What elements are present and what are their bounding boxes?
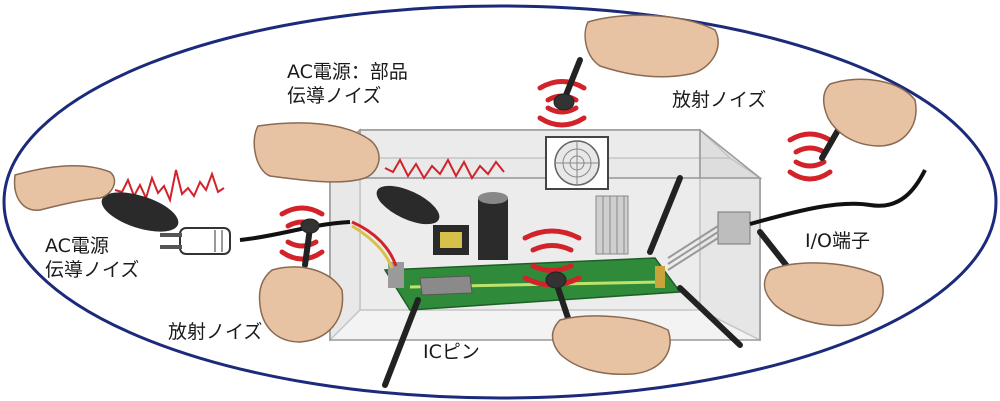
ac-plug-icon xyxy=(160,227,231,255)
transformer xyxy=(433,225,469,255)
fan-icon xyxy=(545,136,609,190)
probe-icon xyxy=(300,57,863,388)
label-ac-power-conducted: AC電源 伝導ノイズ xyxy=(45,235,140,281)
label-io-terminal: I/O端子 xyxy=(805,230,870,252)
label-ic-pin: ICピン xyxy=(423,341,480,363)
heat-sink xyxy=(595,195,629,255)
io-cable xyxy=(749,169,927,226)
label-radiated-bottom: 放射ノイズ xyxy=(168,321,263,343)
current-probe xyxy=(101,185,440,232)
io-connector xyxy=(667,211,751,271)
internal-wires xyxy=(351,220,398,267)
label-radiated-top: 放射ノイズ xyxy=(672,89,767,111)
hand-icon xyxy=(13,14,917,376)
board-connector xyxy=(388,262,404,288)
capacitor xyxy=(478,192,508,260)
ic-chip xyxy=(419,275,473,296)
ac-cable xyxy=(239,220,351,242)
label-ac-part-conducted: AC電源：部品 伝導ノイズ xyxy=(287,61,408,107)
pcb-edge-connector xyxy=(655,266,665,288)
noise-waveform-center xyxy=(384,157,505,180)
radiation-waves-icon xyxy=(279,79,833,288)
